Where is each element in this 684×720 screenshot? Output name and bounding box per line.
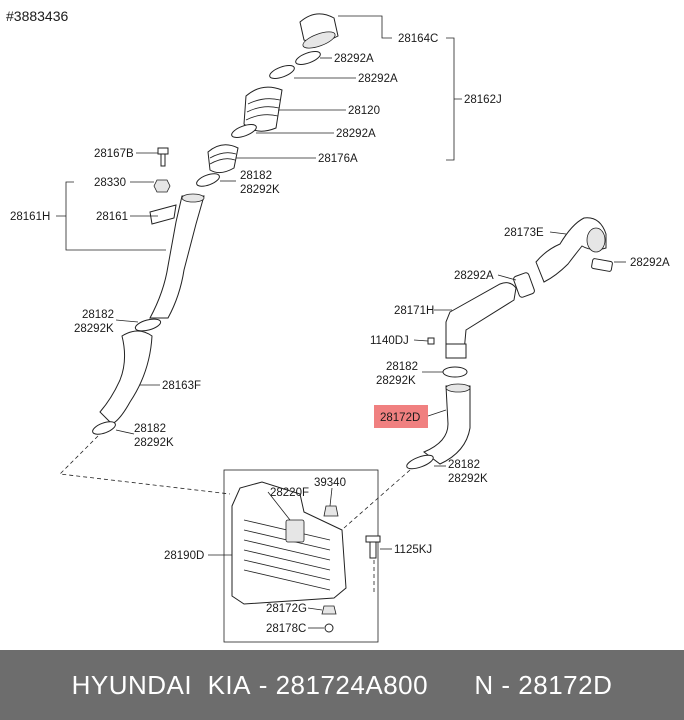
label-39340[interactable]: 39340 <box>314 477 346 489</box>
brand-name: HYUNDAI KIA <box>71 669 251 700</box>
label-28292A-3[interactable]: 28292A <box>336 128 376 140</box>
intercooler-box <box>223 469 381 643</box>
label-28172D[interactable]: 28172D <box>380 412 420 424</box>
label-28292K-1[interactable]: 28292K <box>240 184 280 196</box>
label-28220F[interactable]: 28220F <box>270 487 309 499</box>
upper-hose-assembly <box>196 13 339 187</box>
label-28161H[interactable]: 28161H <box>10 211 50 223</box>
label-28182-3[interactable]: 28182 <box>134 423 166 435</box>
footer-separator: - <box>250 669 276 700</box>
label-28120[interactable]: 28120 <box>348 105 380 117</box>
label-28172G[interactable]: 28172G <box>266 603 307 615</box>
label-28292K-4[interactable]: 28292K <box>376 375 416 387</box>
label-1125KJ[interactable]: 1125KJ <box>394 544 432 556</box>
label-28292A-4[interactable]: 28292A <box>454 270 494 282</box>
label-28190D[interactable]: 28190D <box>164 550 204 562</box>
label-28162J[interactable]: 28162J <box>464 94 502 106</box>
label-28292A-5[interactable]: 28292A <box>630 257 670 269</box>
label-28171H[interactable]: 28171H <box>394 305 434 317</box>
leader-lines <box>56 15 626 629</box>
label-28182-5[interactable]: 28182 <box>448 459 480 471</box>
dashed-guides <box>59 435 411 592</box>
label-28182-1[interactable]: 28182 <box>240 170 272 182</box>
part-info-footer: HYUNDAI KIA - 281724A800 N - 28172D <box>0 650 684 720</box>
label-28292A-2[interactable]: 28292A <box>358 73 398 85</box>
footer-spacer <box>428 670 474 701</box>
label-28167B[interactable]: 28167B <box>94 148 134 160</box>
reference-number: #3883436 <box>6 8 69 24</box>
label-28173E[interactable]: 28173E <box>504 227 544 239</box>
label-28163F[interactable]: 28163F <box>162 380 201 392</box>
right-hose-assembly <box>406 217 613 470</box>
label-28182-4[interactable]: 28182 <box>386 361 418 373</box>
part-labels: 28164C 28292A 28292A 28162J 28120 28292A… <box>10 33 670 635</box>
parts-diagram: #3883436 <box>6 8 670 643</box>
label-28161[interactable]: 28161 <box>96 211 128 223</box>
lower-left-hose <box>92 318 162 435</box>
label-28182-2[interactable]: 28182 <box>82 309 114 321</box>
diagram-n-label: N - 28172D <box>474 669 613 700</box>
label-28330[interactable]: 28330 <box>94 177 126 189</box>
label-28292A-1[interactable]: 28292A <box>334 53 374 65</box>
label-28176A[interactable]: 28176A <box>318 153 358 165</box>
intercooler-inlet-pipe <box>149 193 205 319</box>
label-1140DJ[interactable]: 1140DJ <box>370 335 409 347</box>
part-number: 281724A800 <box>275 669 429 700</box>
highlight-box <box>374 405 428 428</box>
label-28292K-3[interactable]: 28292K <box>134 437 174 449</box>
label-28164C[interactable]: 28164C <box>398 33 438 45</box>
label-28178C[interactable]: 28178C <box>266 623 306 635</box>
label-28292K-5[interactable]: 28292K <box>448 473 488 485</box>
label-28292K-2[interactable]: 28292K <box>74 323 114 335</box>
